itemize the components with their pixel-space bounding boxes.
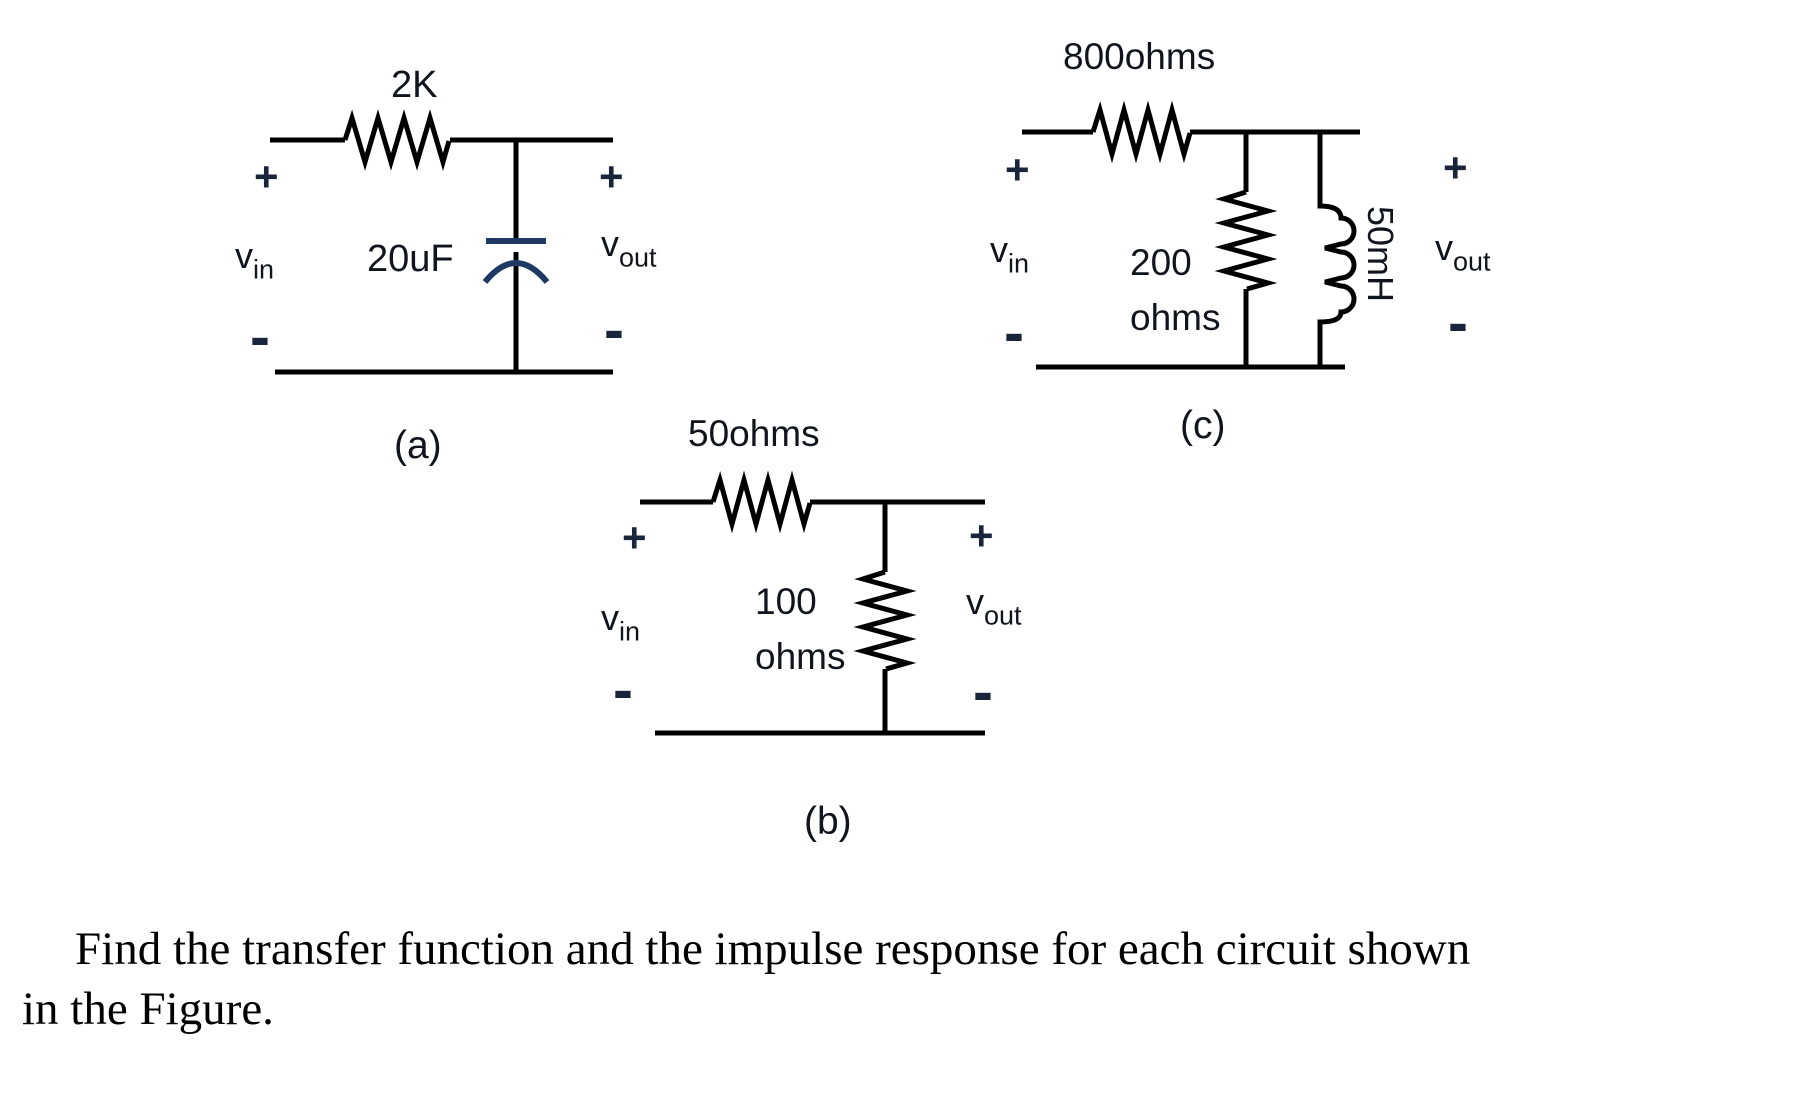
vin-c-minus-sign: - bbox=[1004, 299, 1024, 366]
resistor-c-200 bbox=[1214, 189, 1278, 292]
resistor-b-100 bbox=[853, 569, 917, 672]
vin-a-label: vin bbox=[235, 238, 274, 283]
vin-b-plus-sign: + bbox=[622, 514, 647, 561]
inductor-c-50mh bbox=[1317, 132, 1357, 367]
vout-b-base: v bbox=[966, 581, 984, 622]
vin-b-sub: in bbox=[619, 616, 641, 647]
resistor-c-shunt-value: 200 bbox=[1130, 242, 1192, 283]
vout-b-minus-sign: - bbox=[973, 658, 993, 725]
vin-a-base: v bbox=[235, 235, 253, 276]
caption-b: (b) bbox=[804, 800, 852, 843]
vin-b-label: vin bbox=[601, 600, 640, 645]
vout-a-base: v bbox=[601, 223, 619, 264]
vin-a-plus-sign: + bbox=[254, 153, 279, 200]
caption-c: (c) bbox=[1180, 404, 1226, 447]
resistor-c-label: 800ohms bbox=[1063, 36, 1216, 77]
vout-a-minus-sign: - bbox=[604, 296, 624, 363]
resistor-c-shunt-unit: ohms bbox=[1130, 297, 1221, 338]
vout-c-label: vout bbox=[1435, 230, 1491, 275]
vin-b-base: v bbox=[601, 597, 619, 638]
vout-c-minus-sign: - bbox=[1448, 289, 1468, 356]
resistor-a-label: 2K bbox=[391, 64, 438, 106]
question-text-line2: in the Figure. bbox=[22, 983, 274, 1035]
question-text-line1: Find the transfer function and the impul… bbox=[75, 923, 1471, 975]
resistor-a-2k bbox=[342, 109, 452, 171]
resistor-c-800 bbox=[1090, 100, 1193, 164]
vout-a-label: vout bbox=[601, 226, 657, 271]
capacitor-a-label: 20uF bbox=[367, 238, 454, 280]
capacitor-a-plate-curved bbox=[482, 260, 550, 284]
vin-a-minus-sign: - bbox=[250, 303, 270, 370]
vin-c-base: v bbox=[990, 229, 1008, 270]
vout-a-sub: out bbox=[619, 242, 657, 273]
caption-a: (a) bbox=[394, 424, 442, 467]
vin-a-sub: in bbox=[253, 254, 275, 285]
resistor-b-50 bbox=[710, 470, 813, 534]
vout-c-sub: out bbox=[1453, 246, 1491, 277]
vin-b-minus-sign: - bbox=[613, 656, 633, 723]
resistor-b-shunt-unit: ohms bbox=[755, 636, 846, 677]
vin-c-sub: in bbox=[1008, 248, 1030, 279]
vout-b-label: vout bbox=[966, 584, 1022, 629]
inductor-c-label: 50mH bbox=[1360, 206, 1401, 303]
vout-c-plus-sign: + bbox=[1443, 144, 1468, 191]
vin-c-label: vin bbox=[990, 232, 1029, 277]
resistor-b-label: 50ohms bbox=[688, 413, 820, 454]
vout-b-plus-sign: + bbox=[969, 512, 994, 559]
vout-b-sub: out bbox=[984, 600, 1022, 631]
vout-c-base: v bbox=[1435, 227, 1453, 268]
resistor-b-shunt-value: 100 bbox=[755, 581, 817, 622]
vin-c-plus-sign: + bbox=[1005, 146, 1030, 193]
vout-a-plus-sign: + bbox=[599, 153, 624, 200]
